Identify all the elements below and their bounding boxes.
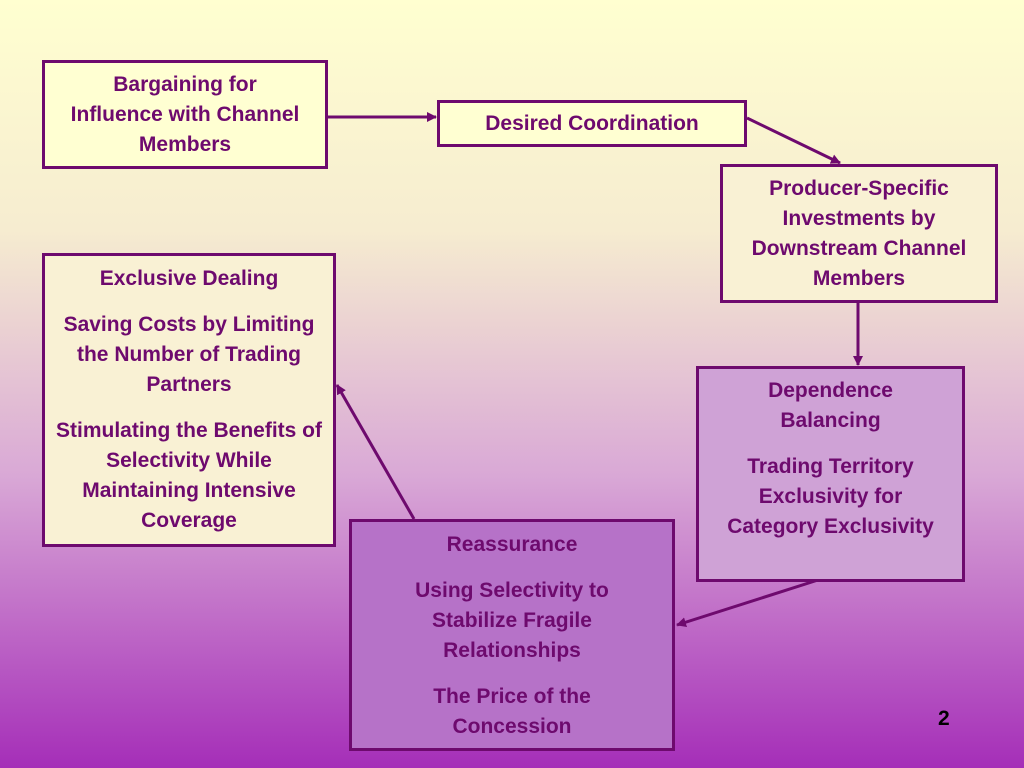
arrow-coordination-to-producer	[746, 116, 841, 165]
node-bargaining-for-influence: Bargaining for Influence with Channel Me…	[42, 60, 328, 169]
node-exclusive-point-1: Saving Costs by Limiting the Number of T…	[63, 313, 315, 396]
node-coordination-title: Desired Coordination	[485, 111, 699, 135]
node-reassurance-point-1: Using Selectivity to Stabilize Fragile R…	[415, 579, 609, 662]
node-reassurance-title: Reassurance	[446, 533, 578, 556]
node-producer-specific-investments: Producer-Specific Investments by Downstr…	[720, 164, 998, 303]
node-reassurance: Reassurance Using Selectivity to Stabili…	[349, 519, 675, 751]
node-desired-coordination: Desired Coordination	[437, 100, 747, 147]
arrow-dependence-to-reassurance	[676, 578, 819, 628]
node-dependence-balancing: Dependence Balancing Trading Territory E…	[696, 366, 965, 582]
node-reassurance-point-2: The Price of the Concession	[433, 685, 591, 738]
arrow-reassurance-to-exclusive	[335, 384, 416, 520]
node-bargaining-title: Bargaining for Influence with Channel Me…	[70, 72, 300, 156]
node-exclusive-title: Exclusive Dealing	[99, 267, 279, 290]
node-dependence-title: Dependence Balancing	[768, 379, 893, 432]
node-producer-title: Producer-Specific Investments by Downstr…	[751, 176, 967, 290]
node-exclusive-point-2: Stimulating the Benefits of Selectivity …	[55, 419, 322, 532]
node-dependence-point-1: Trading Territory Exclusivity for Catego…	[727, 455, 934, 538]
page-number: 2	[938, 707, 950, 730]
node-exclusive-dealing: Exclusive Dealing Saving Costs by Limiti…	[42, 253, 336, 547]
